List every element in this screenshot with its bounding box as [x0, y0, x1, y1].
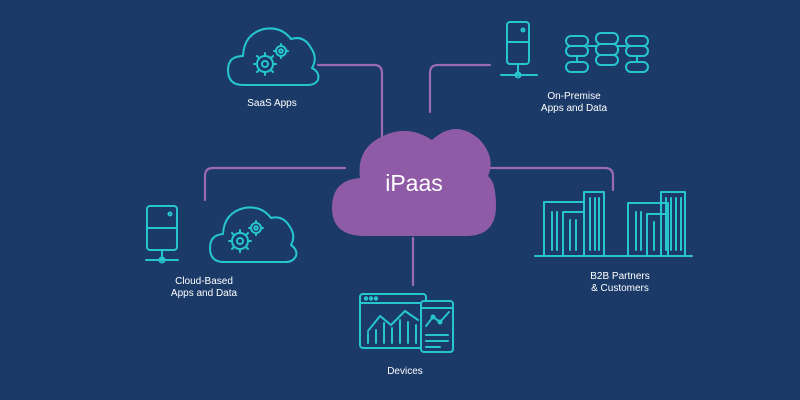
b2b-buildings-icon: [534, 191, 693, 257]
devices-label: Devices: [387, 366, 423, 377]
on-premise-label-line2: Apps and Data: [540, 103, 608, 114]
cloud-based-server-cloud-icon: [145, 205, 298, 264]
connector-b2b: [480, 166, 615, 192]
on-premise-server-database-icon: [500, 21, 649, 79]
connector-cloud-based: [203, 166, 347, 202]
ipaas-hub-cloud: [332, 129, 496, 236]
cloud-based-label-line2: Apps and Data: [170, 288, 238, 299]
on-premise-label-line1: On-Premise: [547, 91, 601, 102]
connector-saas: [316, 63, 384, 142]
b2b-label-line2: & Customers: [591, 283, 649, 294]
connector-on-premise: [428, 63, 492, 114]
cloud-based-label: Cloud-Based Apps and Data: [144, 276, 264, 300]
saas-cloud-gear-icon: [227, 27, 320, 86]
ipaas-hub-label: iPaas: [385, 170, 443, 196]
devices-monitor-phone-icon: [359, 293, 454, 353]
b2b-label-line1: B2B Partners: [590, 271, 650, 282]
cloud-based-label-line1: Cloud-Based: [175, 276, 233, 287]
b2b-partners-label: B2B Partners & Customers: [560, 271, 680, 295]
saas-apps-label: SaaS Apps: [247, 98, 297, 109]
connector-lines: [203, 63, 615, 287]
on-premise-label: On-Premise Apps and Data: [514, 91, 634, 115]
